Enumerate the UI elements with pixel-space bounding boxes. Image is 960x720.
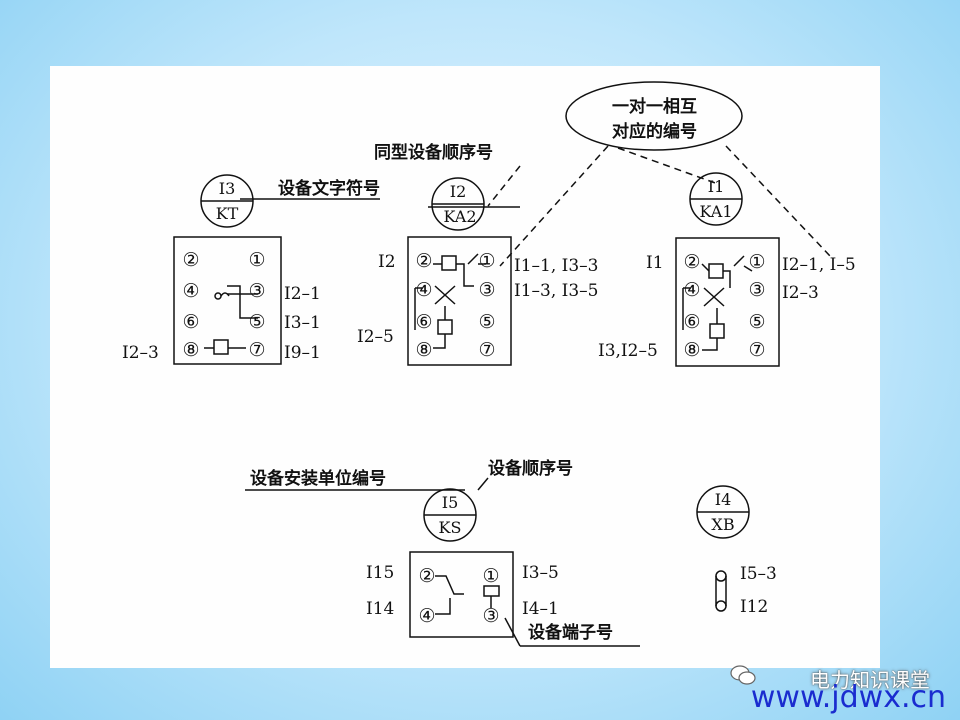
ka1-terminal: ⑤ (748, 311, 765, 333)
diagram-paper: 一对一相互 对应的编号 同型设备顺序号 设备文字符号 设备安装单位编号 设备顺序… (50, 66, 880, 668)
label-device-seq: 设备顺序号 (488, 458, 573, 479)
ks-terminal: ③ (482, 605, 499, 627)
device-xb (696, 485, 750, 612)
label-terminal-no: 设备端子号 (528, 622, 613, 643)
ks-number: I5 (442, 493, 459, 512)
ka2-number: I2 (450, 182, 467, 201)
annotation-ellipse (565, 81, 743, 151)
xb-symbol: XB (711, 515, 734, 534)
wechat-icon (730, 665, 756, 685)
kt-terminal: ⑤ (248, 311, 265, 333)
ka1-terminal: ⑦ (748, 339, 765, 361)
kt-terminal: ④ (182, 280, 199, 302)
ka2-label-t8: I2–5 (357, 327, 394, 347)
ka2-terminal: ⑥ (415, 311, 432, 333)
watermark-url: www.jdwx.cn (750, 680, 946, 715)
ka2-terminal: ⑧ (415, 339, 432, 361)
wiring-diagram: 一对一相互 对应的编号 同型设备顺序号 设备文字符号 设备安装单位编号 设备顺序… (122, 81, 856, 647)
kt-terminal: ⑦ (248, 339, 265, 361)
ka1-terminal: ② (683, 251, 700, 273)
xb-label-bottom: I12 (740, 597, 768, 617)
ellipse-text-line1: 一对一相互 (612, 96, 697, 117)
label-install-unit: 设备安装单位编号 (250, 468, 386, 489)
kt-number: I3 (219, 179, 236, 198)
ka1-label-t2: I1 (646, 253, 664, 273)
ellipse-text-line2: 对应的编号 (612, 121, 697, 142)
ka2-terminal: ⑦ (478, 339, 495, 361)
ka2-terminal: ② (415, 250, 432, 272)
watermark-brand: 电力知识课堂 (810, 668, 930, 692)
ka2-label-t1: I1–1, I3–3 (514, 256, 599, 276)
device-ks (245, 477, 640, 647)
ks-symbol: KS (439, 518, 462, 537)
ka1-terminal: ⑧ (683, 339, 700, 361)
kt-label-t3: I2–1 (284, 284, 321, 304)
ka1-terminal: ③ (748, 279, 765, 301)
ka2-terminal: ④ (415, 279, 432, 301)
ks-terminal: ④ (418, 605, 435, 627)
ka2-terminal: ③ (478, 279, 495, 301)
kt-terminal: ⑧ (182, 339, 199, 361)
device-kt (173, 174, 380, 365)
kt-terminal: ⑥ (182, 311, 199, 333)
ks-label-t2: I15 (366, 563, 394, 583)
ka1-label-t3: I2–3 (782, 283, 819, 303)
ks-label-t3: I4–1 (522, 599, 559, 619)
ka1-label-t1: I2–1, I–5 (782, 255, 856, 275)
xb-label-top: I5–3 (740, 564, 777, 584)
ka2-terminal: ① (478, 250, 495, 272)
xb-number: I4 (715, 490, 732, 509)
kt-terminal: ② (182, 249, 199, 271)
label-device-symbol: 设备文字符号 (278, 178, 380, 199)
ka1-terminal: ⑥ (683, 311, 700, 333)
label-same-type-seq: 同型设备顺序号 (374, 142, 493, 163)
ka2-label-t3: I1–3, I3–5 (514, 281, 599, 301)
device-ka2 (407, 177, 520, 366)
kt-symbol: KT (216, 204, 239, 223)
ka1-symbol: KA1 (699, 202, 732, 221)
ka2-label-t2: I2 (378, 252, 396, 272)
ka1-terminal: ④ (683, 279, 700, 301)
ka2-terminal: ⑤ (478, 311, 495, 333)
ks-terminal: ② (418, 565, 435, 587)
ka1-label-t8: I3,I2–5 (598, 341, 658, 361)
ks-label-t1: I3–5 (522, 563, 559, 583)
kt-label-t5: I3–1 (284, 313, 321, 333)
kt-label-t7: I9–1 (284, 343, 321, 363)
ks-terminal: ① (482, 565, 499, 587)
kt-terminal: ③ (248, 280, 265, 302)
kt-terminal: ① (248, 249, 265, 271)
device-ka1 (675, 172, 780, 367)
kt-label-t8: I2–3 (122, 343, 159, 363)
ks-label-t4: I14 (366, 599, 394, 619)
ka1-terminal: ① (748, 251, 765, 273)
ka1-number: I1 (708, 177, 725, 196)
ka2-symbol: KA2 (443, 207, 476, 226)
